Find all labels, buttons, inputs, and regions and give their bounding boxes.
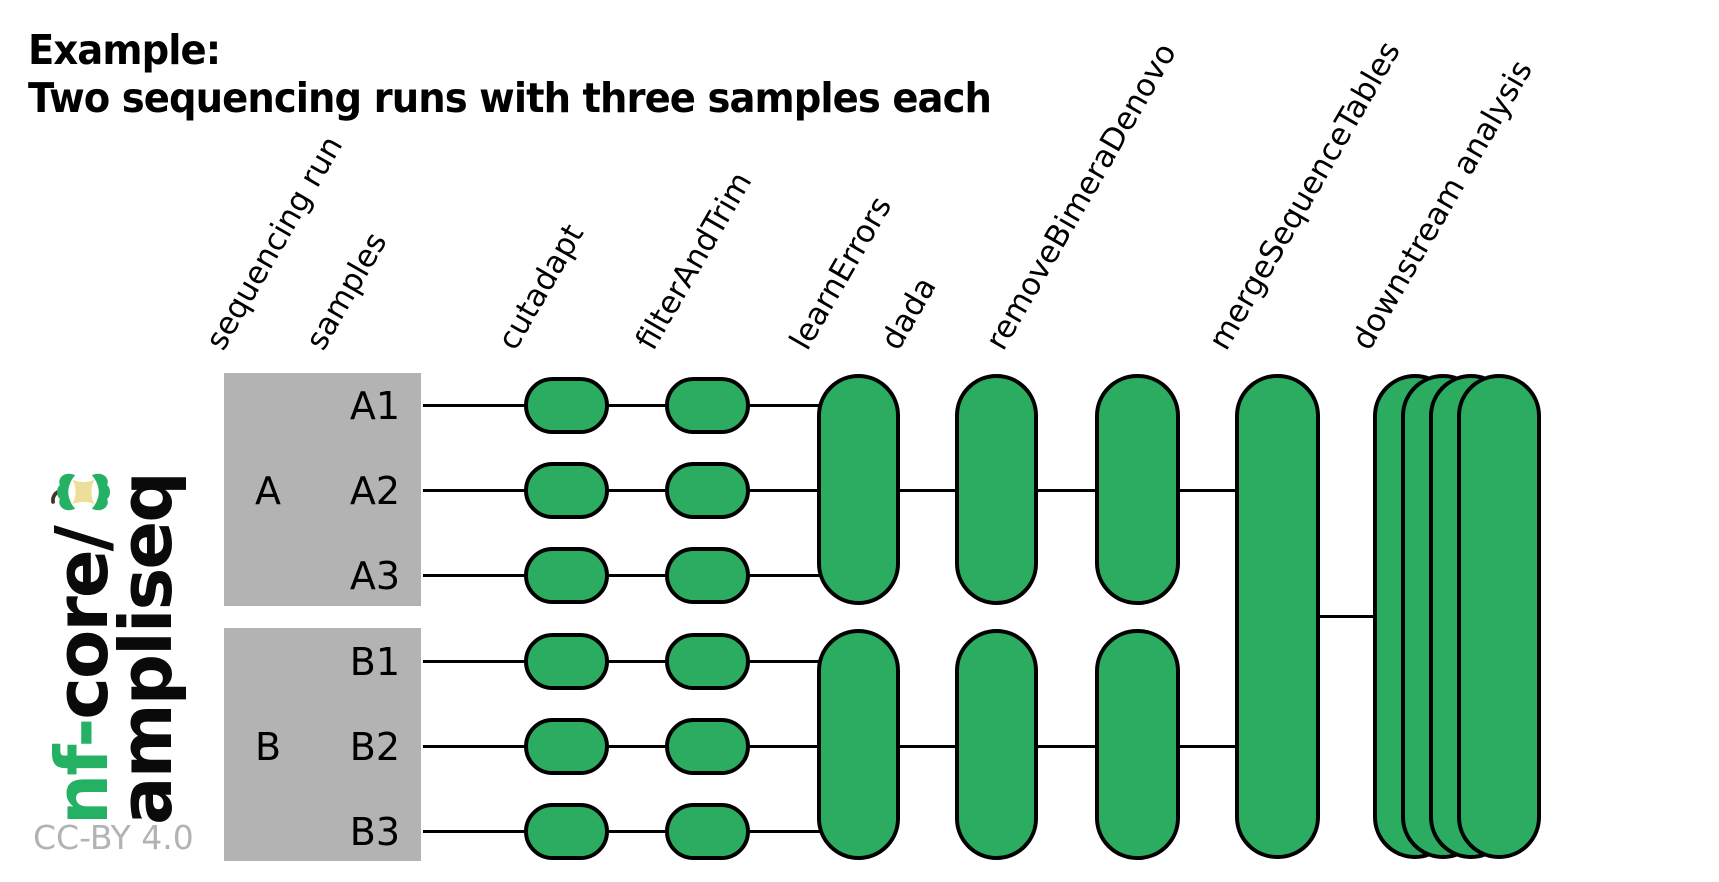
- pill-cutadapt: [524, 377, 609, 434]
- run-label-A: A: [255, 469, 281, 513]
- pill-filterAndTrim: [665, 462, 750, 519]
- logo-pipeline-name: ampliseq: [104, 473, 188, 825]
- connector-line: [896, 489, 959, 492]
- diagram-title: Example: Two sequencing runs with three …: [28, 26, 992, 122]
- column-label-text: filterAndTrim: [628, 166, 760, 356]
- nf-core-ampliseq-logo: nf-core/ ampliseq: [40, 360, 188, 840]
- connector-line: [423, 489, 528, 492]
- connector-line: [423, 404, 528, 407]
- connector-line: [746, 830, 821, 833]
- connector-line: [605, 830, 669, 833]
- sample-label-A2: A2: [349, 469, 400, 513]
- logo-line-1: nf-core/: [40, 360, 124, 825]
- pill-cutadapt: [524, 803, 609, 860]
- connector-line: [605, 660, 669, 663]
- sample-label-B3: B3: [349, 810, 400, 854]
- connector-line: [1034, 489, 1099, 492]
- connector-line: [746, 574, 821, 577]
- pill-filterAndTrim: [665, 547, 750, 604]
- run-label-B: B: [254, 725, 282, 769]
- column-label-text: samples: [298, 226, 395, 356]
- title-line-1: Example:: [28, 26, 221, 74]
- apple-core-icon: [51, 473, 110, 511]
- connector-line: [746, 745, 821, 748]
- sample-label-A3: A3: [349, 554, 400, 598]
- connector-line: [896, 745, 959, 748]
- column-label-text: cutadapt: [490, 218, 592, 356]
- pill-cutadapt: [524, 718, 609, 775]
- connector-line: [1316, 615, 1377, 618]
- pill-filterAndTrim: [665, 718, 750, 775]
- pill-learnErrors: [817, 629, 900, 860]
- pill-removeBimeraDenovo: [1095, 374, 1180, 605]
- run-box-B: [224, 628, 421, 861]
- pill-cutadapt: [524, 633, 609, 690]
- pill-cutadapt: [524, 462, 609, 519]
- run-box-A: [224, 373, 421, 606]
- connector-line: [1034, 745, 1099, 748]
- sample-label-A1: A1: [349, 384, 400, 428]
- column-label-text: removeBimeraDenovo: [978, 37, 1184, 356]
- pill-filterAndTrim: [665, 633, 750, 690]
- pill-cutadapt: [524, 547, 609, 604]
- pill-dada: [955, 374, 1038, 605]
- connector-line: [423, 574, 528, 577]
- pill-filterAndTrim: [665, 803, 750, 860]
- pill-filterAndTrim: [665, 377, 750, 434]
- column-label-text: dada: [873, 271, 944, 356]
- connector-line: [746, 660, 821, 663]
- pill-dada: [955, 629, 1038, 860]
- pill-learnErrors: [817, 374, 900, 605]
- connector-line: [423, 745, 528, 748]
- title-line-2: Two sequencing runs with three samples e…: [28, 74, 992, 122]
- connector-line: [746, 489, 821, 492]
- connector-line: [423, 660, 528, 663]
- pill-mergeSequenceTables: [1235, 374, 1320, 859]
- pill-removeBimeraDenovo: [1095, 629, 1180, 860]
- license-label: CC-BY 4.0: [33, 818, 194, 857]
- connector-line: [605, 745, 669, 748]
- sample-label-B2: B2: [349, 725, 400, 769]
- connector-line: [605, 404, 669, 407]
- connector-line: [423, 830, 528, 833]
- connector-line: [605, 574, 669, 577]
- pill-downstream-analysis-4: [1457, 374, 1541, 859]
- connector-line: [746, 404, 821, 407]
- connector-line: [1176, 489, 1239, 492]
- connector-line: [605, 489, 669, 492]
- connector-line: [1176, 745, 1239, 748]
- sample-label-B1: B1: [349, 640, 400, 684]
